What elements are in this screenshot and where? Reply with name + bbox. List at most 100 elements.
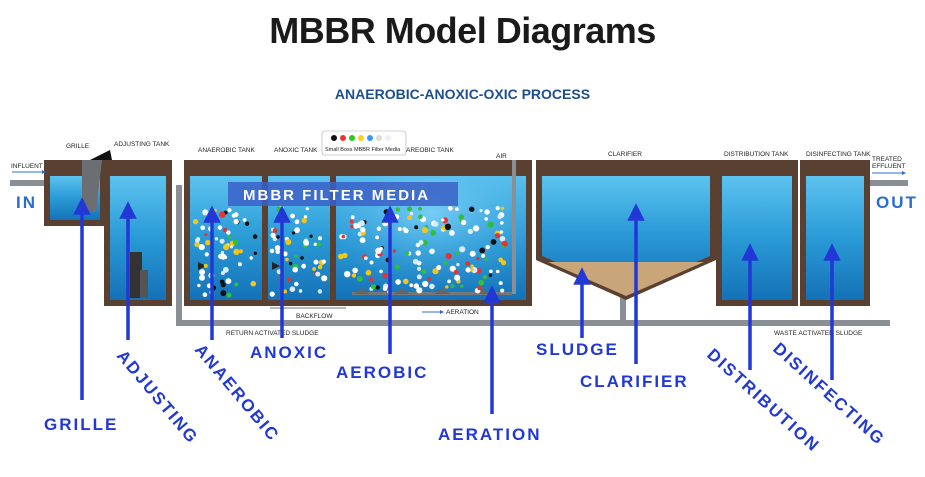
label-distribution-tank: DISTRIBUTION TANK — [724, 151, 789, 158]
media-particle — [199, 269, 206, 276]
media-particle — [445, 253, 452, 260]
media-particle — [430, 229, 437, 236]
media-particle — [429, 283, 435, 290]
media-particle — [470, 264, 474, 269]
callout-adjusting: ADJUSTING — [113, 346, 202, 447]
media-particle — [459, 246, 466, 253]
media-particle — [303, 240, 310, 246]
media-particle — [450, 284, 455, 288]
media-particle — [214, 237, 219, 241]
media-particle — [303, 215, 308, 219]
sludge-layer — [548, 262, 704, 296]
media-particle — [301, 263, 307, 269]
media-particle — [494, 233, 501, 239]
media-particle — [497, 214, 503, 220]
label-disinfecting-tank: DISINFECTING TANK — [806, 151, 871, 158]
pump — [130, 252, 142, 298]
media-particle — [226, 230, 231, 235]
media-particle — [301, 217, 307, 224]
media-particle — [404, 251, 410, 256]
label-treated: TREATED — [872, 156, 902, 163]
influent-pipe — [10, 180, 48, 186]
media-particle — [237, 262, 242, 267]
media-particle — [249, 256, 253, 260]
label-aerobic-tank: AREOBIC TANK — [406, 147, 454, 154]
label-in: IN — [16, 193, 37, 212]
callout-arrows — [73, 197, 841, 414]
media-particle — [409, 283, 414, 288]
media-particle — [285, 239, 292, 245]
label-backflow: BACKFLOW — [296, 313, 333, 320]
callout-clarifier: CLARIFIER — [580, 372, 689, 391]
media-particle — [222, 227, 228, 233]
media-particle — [223, 244, 230, 251]
media-particle — [233, 218, 239, 225]
media-particle — [369, 260, 374, 265]
media-particle — [500, 288, 505, 293]
media-particle — [204, 252, 209, 257]
media-particle — [312, 267, 316, 271]
media-particle — [270, 232, 276, 238]
media-particle — [365, 269, 372, 276]
media-banner-bg — [228, 182, 458, 206]
media-particle — [488, 273, 493, 277]
media-particle — [375, 247, 382, 254]
media-particle — [487, 221, 494, 228]
media-particle — [352, 267, 358, 274]
media-particle — [244, 221, 250, 226]
media-particle — [357, 224, 361, 229]
media-particle — [456, 262, 460, 267]
media-particle — [422, 227, 428, 234]
filter-media-particles — [192, 205, 508, 298]
label-influent: INFLUENT — [11, 163, 43, 170]
media-particle — [455, 251, 459, 255]
media-particle — [229, 245, 234, 249]
media-particle — [403, 278, 409, 285]
media-particle — [315, 271, 321, 277]
media-particle — [441, 218, 445, 222]
media-particle — [469, 250, 476, 257]
label-out: OUT — [876, 193, 918, 212]
callout-aeration: AERATION — [438, 425, 542, 444]
media-particle — [227, 208, 232, 213]
media-particle — [282, 251, 288, 257]
media-particle — [418, 206, 422, 211]
media-particle — [294, 219, 300, 225]
media-particle — [375, 285, 380, 290]
media-particle — [444, 223, 452, 230]
media-particle — [478, 279, 485, 286]
media-particle — [418, 240, 424, 245]
media-particle — [409, 211, 414, 216]
label-clarifier: CLARIFIER — [608, 151, 642, 158]
media-particle — [344, 270, 351, 278]
callout-aerobic: AEROBIC — [336, 363, 428, 382]
media-particle — [305, 207, 309, 211]
media-particle — [356, 276, 363, 282]
media-particle — [283, 289, 287, 294]
media-particle — [197, 283, 201, 288]
media-particle — [294, 281, 299, 287]
media-particle — [292, 266, 299, 273]
media-particle — [482, 275, 487, 280]
media-particle — [225, 278, 232, 284]
media-particle — [359, 220, 365, 227]
label-return-sludge: RETURN ACTIVATED SLUDGE — [226, 330, 319, 337]
media-particle — [338, 253, 344, 260]
media-particle — [200, 225, 205, 230]
media-particle — [393, 214, 400, 220]
media-particle — [382, 220, 389, 227]
media-particle — [453, 269, 459, 275]
label-adjusting-tank: ADJUSTING TANK — [114, 141, 170, 148]
media-particle — [198, 244, 205, 251]
media-particle — [392, 249, 397, 253]
media-particle — [382, 272, 389, 279]
media-particle — [418, 214, 423, 219]
media-particle — [485, 244, 490, 250]
clarifier-drain-pipe — [620, 296, 626, 324]
callout-anoxic: ANOXIC — [250, 343, 328, 362]
media-particle — [382, 286, 388, 292]
media-particle — [291, 231, 296, 235]
media-particle — [220, 250, 225, 255]
distribution-tank — [716, 160, 798, 306]
media-particle — [432, 268, 439, 275]
